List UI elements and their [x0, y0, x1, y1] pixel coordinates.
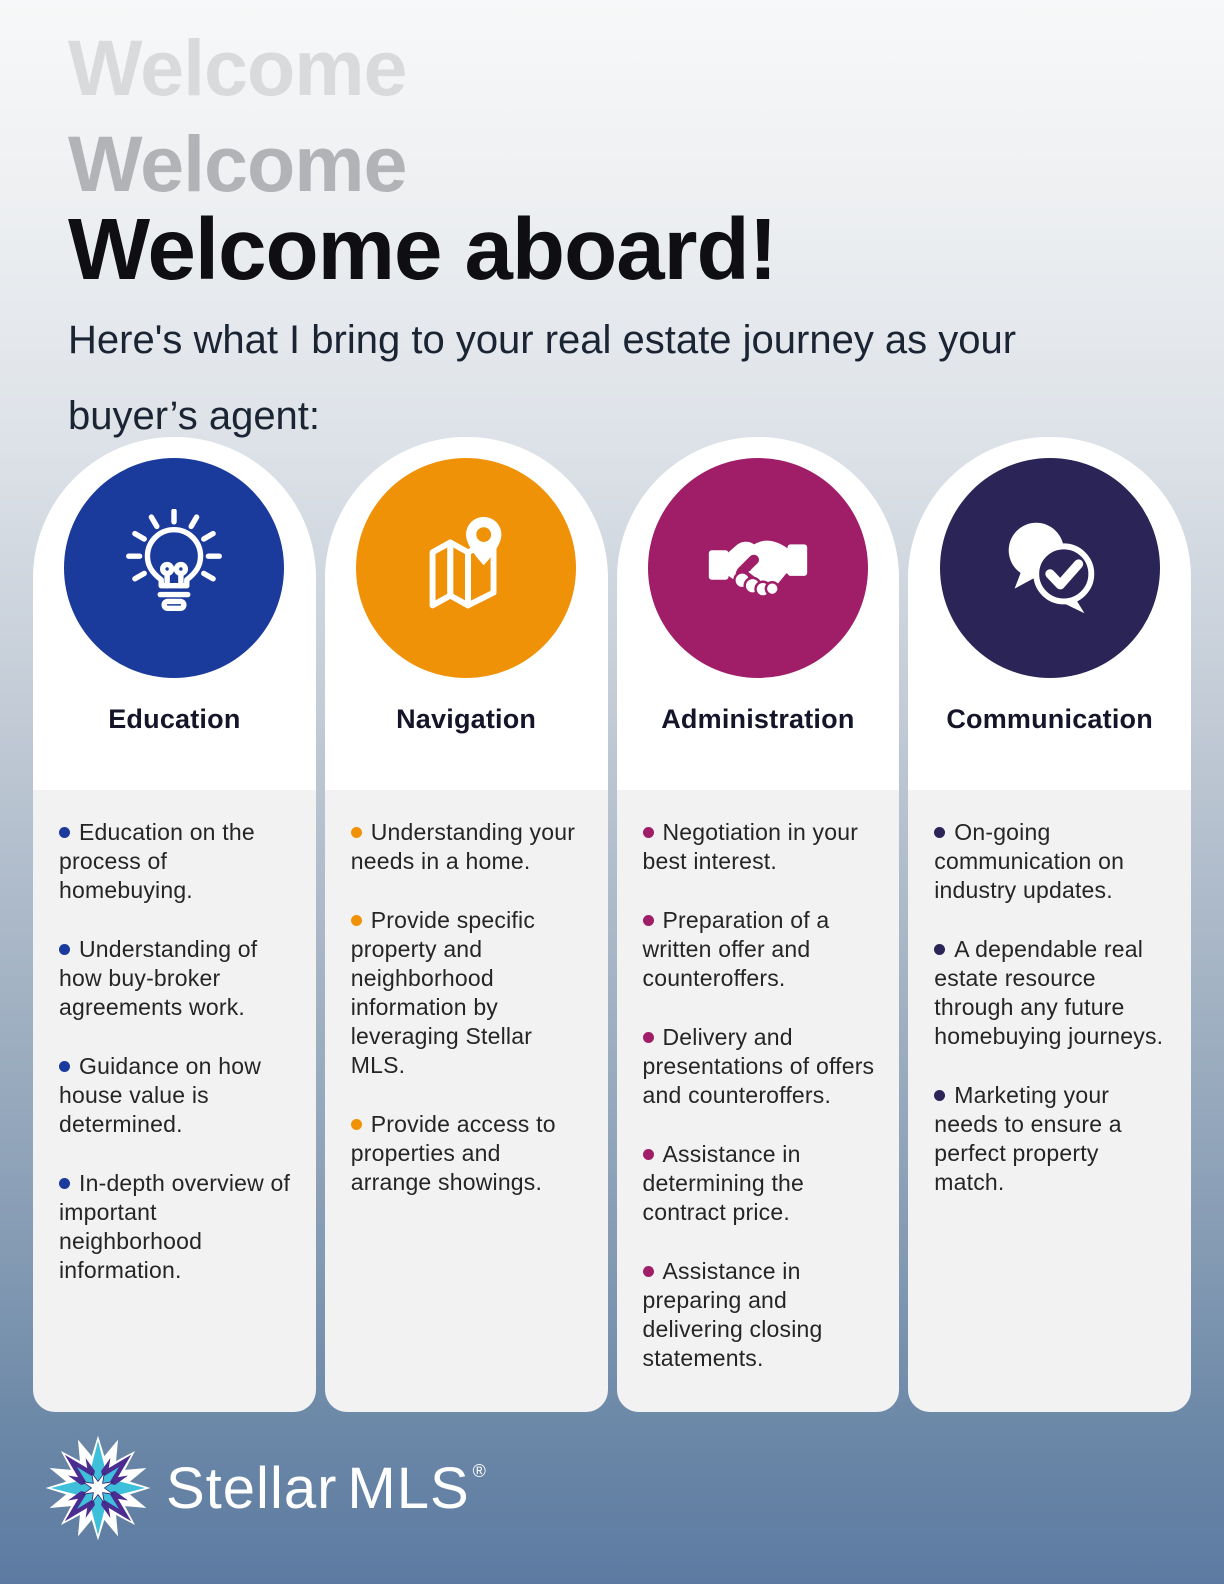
bullet-dot: [59, 944, 70, 955]
ghost-title-2: Welcome: [68, 119, 407, 208]
bullet-dot: [642, 1149, 654, 1160]
bullet-dot: [642, 1266, 654, 1277]
brand-word-stellar: Stellar: [166, 1455, 338, 1521]
bullet-dot: [934, 827, 946, 838]
registered-mark: ®: [472, 1460, 487, 1481]
columns-grid: Education Education on the process of ho…: [33, 437, 1191, 1412]
chat-check-icon: [1008, 522, 1094, 614]
card-communication: Communication On-going communication on …: [908, 437, 1191, 1412]
bullet-dot: [642, 1032, 654, 1043]
administration-icon-circle: [647, 458, 868, 678]
communication-icon-circle: [939, 458, 1160, 678]
card-administration: Administration Negotiation in your best …: [616, 437, 900, 1412]
card-education: Education Education on the process of ho…: [33, 437, 316, 1412]
education-icon-circle: [64, 458, 285, 678]
card-navigation-list: Understanding your needs in a home. Prov…: [324, 790, 608, 1412]
list-item: On-going communication on industry updat…: [934, 819, 1125, 903]
list-item: A dependable real estate resource throug…: [934, 936, 1164, 1049]
list-item: Assistance in determining the contract p…: [642, 1141, 805, 1225]
list-item: Assistance in preparing and delivering c…: [642, 1258, 823, 1371]
card-education-header: Education: [33, 437, 316, 790]
ghost-title-1: Welcome: [68, 23, 407, 112]
list-item: Understanding your needs in a home.: [350, 819, 576, 874]
map-pin-icon: [429, 516, 502, 609]
card-navigation-header: Navigation: [324, 437, 608, 790]
lightbulb-icon: [126, 509, 223, 612]
card-navigation: Navigation Understanding your needs in a…: [324, 437, 608, 1412]
list-item: In-depth overview of important neighborh…: [59, 1170, 291, 1283]
list-item: Provide specific property and neighborho…: [350, 907, 536, 1078]
bullet-dot: [350, 827, 362, 838]
card-communication-title: Communication: [946, 704, 1153, 734]
list-item: Preparation of a written offer and count…: [642, 907, 830, 991]
navigation-icon-circle: [356, 458, 577, 678]
card-communication-header: Communication: [908, 437, 1191, 790]
bullet-dot: [934, 1090, 946, 1101]
list-item: Delivery and presentations of offers and…: [642, 1024, 875, 1108]
bullet-dot: [642, 915, 654, 926]
handshake-icon: [708, 540, 808, 598]
list-item: Education on the process of homebuying.: [59, 819, 255, 903]
list-item: Provide access to properties and arrange…: [350, 1111, 556, 1195]
bullet-dot: [59, 1178, 70, 1189]
bullet-dot: [642, 827, 654, 838]
card-education-list: Education on the process of homebuying. …: [33, 790, 316, 1412]
bullet-dot: [59, 1061, 70, 1072]
starburst-logo-icon: [45, 1435, 151, 1541]
card-communication-list: On-going communication on industry updat…: [908, 790, 1191, 1412]
bullet-dot: [934, 944, 946, 955]
card-navigation-title: Navigation: [396, 704, 537, 734]
bullet-dot: [59, 827, 70, 838]
bullet-dot: [350, 915, 362, 926]
card-administration-header: Administration: [616, 437, 900, 790]
card-administration-title: Administration: [661, 704, 855, 734]
page-subtitle: Here's what I bring to your real estate …: [68, 318, 1017, 438]
list-item: Guidance on how house value is determine…: [59, 1053, 262, 1137]
card-education-title: Education: [108, 704, 241, 734]
bullet-dot: [350, 1119, 362, 1130]
list-item: Understanding of how buy-broker agreemen…: [59, 936, 258, 1020]
list-item: Marketing your needs to ensure a perfect…: [934, 1082, 1122, 1195]
card-administration-list: Negotiation in your best interest. Prepa…: [616, 790, 900, 1412]
list-item: Negotiation in your best interest.: [642, 819, 859, 874]
brand-word-mls: MLS: [347, 1455, 470, 1521]
footer-brand: Stellar MLS ®: [42, 1432, 487, 1544]
page-title: Welcome aboard!: [68, 201, 778, 298]
brand-wordmark: Stellar MLS ®: [166, 1455, 487, 1522]
